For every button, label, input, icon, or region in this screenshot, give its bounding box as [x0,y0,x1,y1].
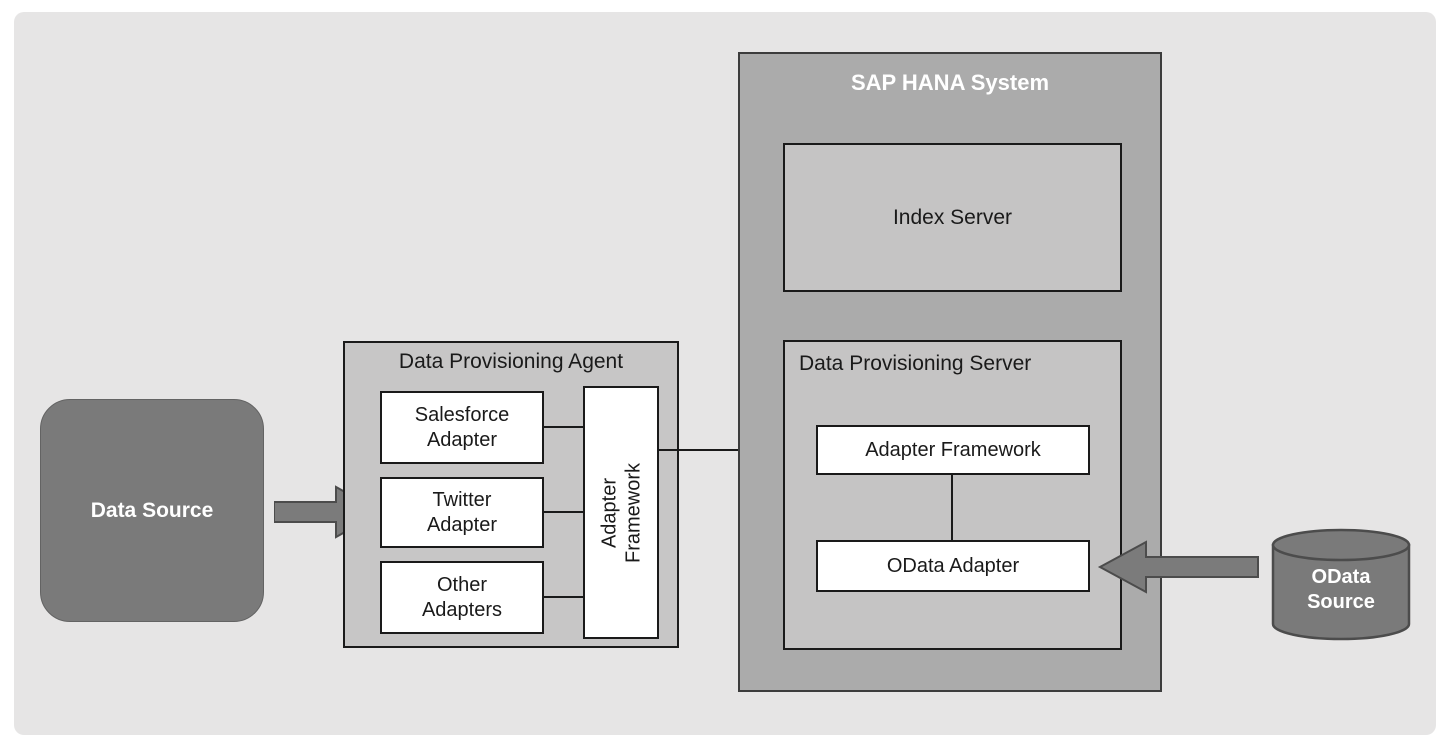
salesforce-adapter-label: Salesforce Adapter [414,404,510,451]
odata-source-cylinder-icon [1271,528,1411,641]
twitter-adapter-box: Twitter Adapter [380,477,544,548]
diagram-background [14,12,1436,735]
data-provisioning-agent-title: Data Provisioning Agent [398,350,624,373]
data-source-label: Data Source [90,498,214,522]
data-provisioning-server-title: Data Provisioning Server [799,352,1032,375]
salesforce-adapter-box: Salesforce Adapter [380,391,544,464]
server-adapter-framework-box: Adapter Framework [816,425,1090,475]
server-adapter-framework-label: Adapter Framework [865,438,1041,461]
odata-adapter-box: OData Adapter [816,540,1090,592]
index-server-box: Index Server [783,143,1122,292]
agent-adapter-framework-box: Adapter Framework [583,386,659,639]
connector-agent-to-server [658,449,817,451]
odata-source-label: OData Source [1307,566,1375,613]
sap-hana-system-title: SAP HANA System [850,70,1050,95]
other-adapters-label: Other Adapters [421,574,503,621]
odata-adapter-label: OData Adapter [886,554,1020,577]
arrow-left-icon [1097,540,1259,594]
connector-twitter-framework [544,511,584,513]
twitter-adapter-label: Twitter Adapter [426,489,498,536]
agent-adapter-framework-label: Adapter Framework [597,462,644,563]
connector-salesforce-framework [544,426,584,428]
connector-framework-odata [951,473,953,541]
other-adapters-box: Other Adapters [380,561,544,634]
index-server-label: Index Server [892,205,1013,229]
connector-other-framework [544,596,584,598]
data-source-node: Data Source [40,399,264,622]
